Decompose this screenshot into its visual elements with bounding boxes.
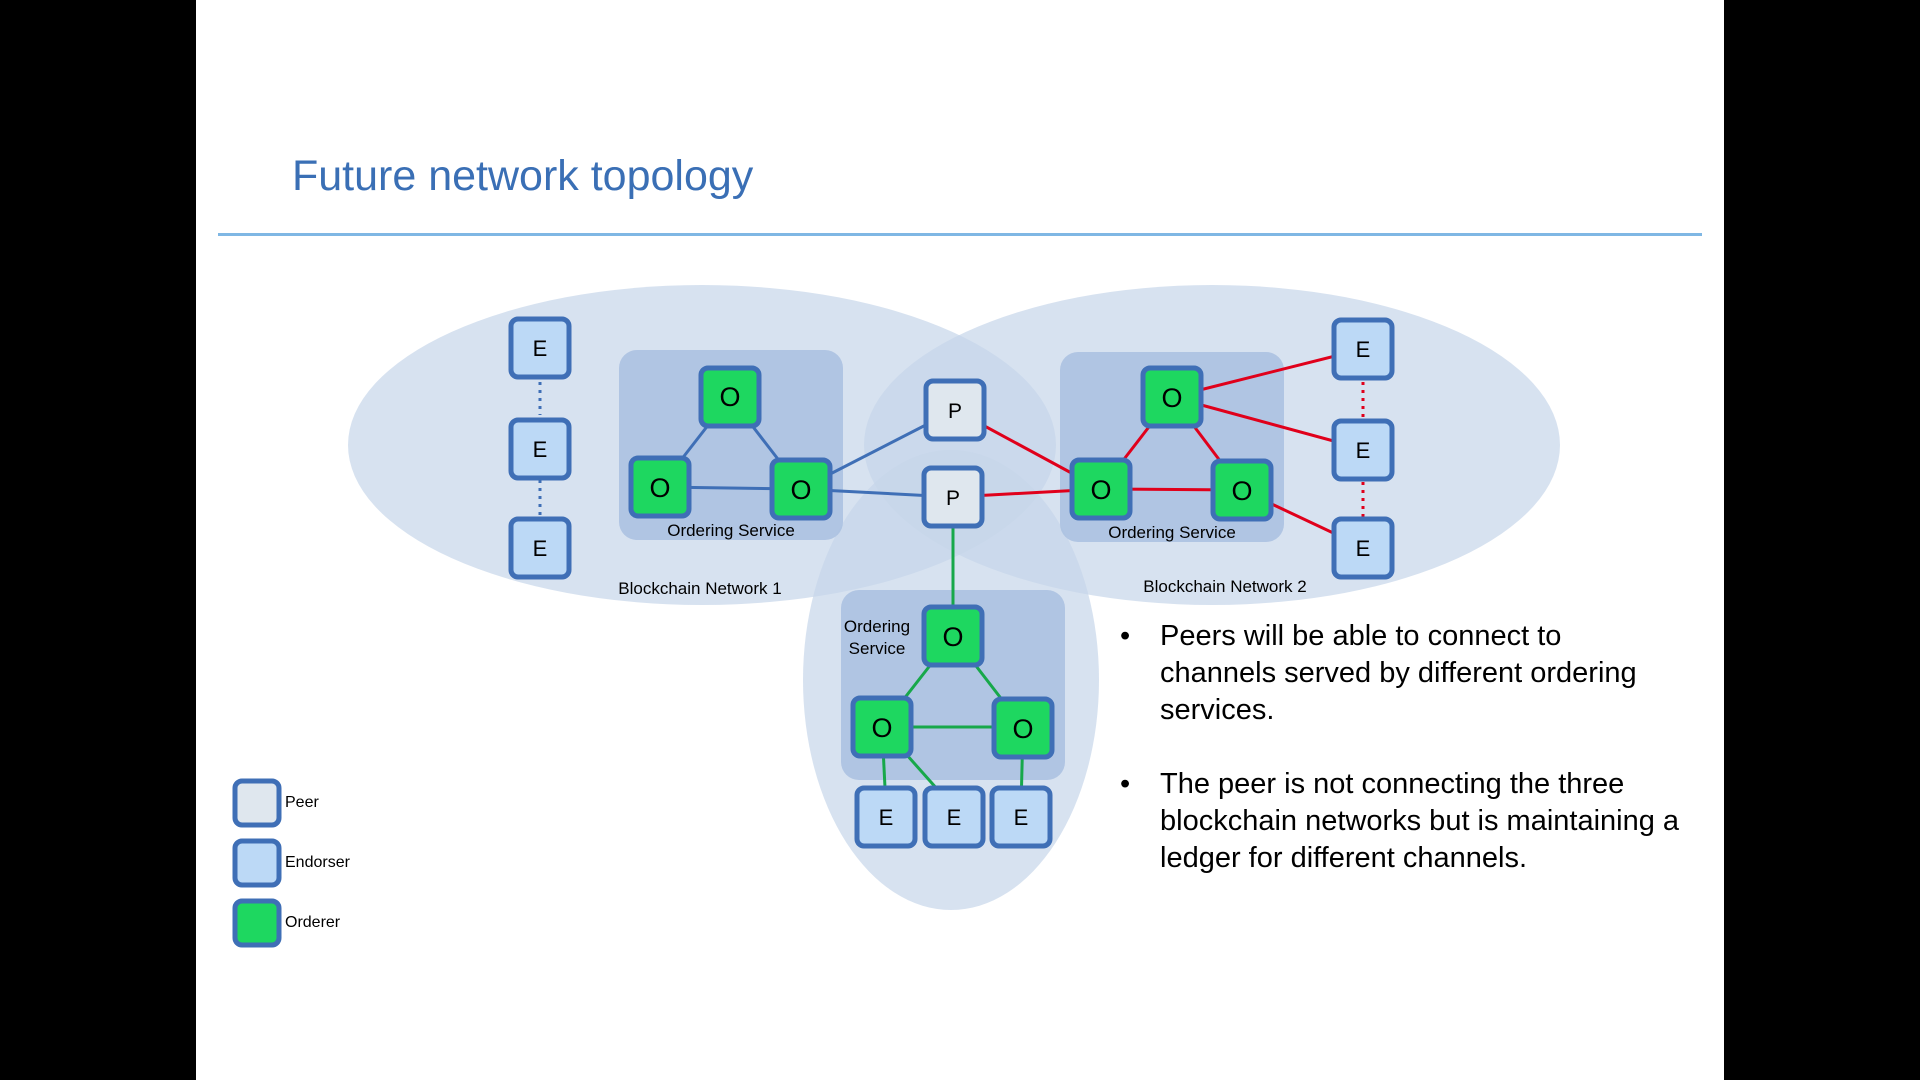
bullet-item: • The peer is not connecting the three b… <box>1120 766 1680 877</box>
orderer-label: O <box>1012 714 1033 744</box>
orderer-label: O <box>719 382 740 412</box>
endorser-label: E <box>1014 805 1029 830</box>
endorser-node: E <box>508 417 572 481</box>
orderer-node: O <box>921 604 985 668</box>
orderer-node: O <box>628 455 692 519</box>
endorser-label: E <box>533 536 548 561</box>
legend: Peer Endorser Orderer <box>232 778 351 948</box>
peer-label: P <box>946 487 960 510</box>
bullet-glyph: • <box>1120 768 1131 800</box>
endorser-node: E <box>922 785 986 849</box>
endorser-node: E <box>989 785 1053 849</box>
endorser-label: E <box>947 805 962 830</box>
orderer-label: O <box>649 473 670 503</box>
endorser-node: E <box>508 516 572 580</box>
ordering-service-label: Ordering Service <box>667 521 795 540</box>
ordering-service-label: Ordering Service <box>1108 523 1236 542</box>
orderer-label: O <box>1231 476 1252 506</box>
endorser-node: E <box>508 316 572 380</box>
bullet-text: The peer is not connecting the three blo… <box>1160 768 1680 874</box>
peer-label: P <box>948 400 962 423</box>
title-divider <box>218 233 1702 236</box>
orderer-node: O <box>698 365 762 429</box>
link <box>1171 347 1364 399</box>
orderer-node: O <box>1140 365 1204 429</box>
endorser-node: E <box>1331 418 1395 482</box>
endorser-label: E <box>1356 536 1371 561</box>
endorser-label: E <box>1356 337 1371 362</box>
legend-label: Orderer <box>285 914 341 931</box>
endorser-node: E <box>1331 317 1395 381</box>
orderer-node: O <box>769 457 833 521</box>
orderer-node: O <box>850 695 914 759</box>
orderer-node: O <box>991 696 1055 760</box>
network2-label: Blockchain Network 2 <box>1143 577 1306 596</box>
bullet-glyph: • <box>1120 620 1131 652</box>
legend-item-endorser: Endorser <box>232 838 351 888</box>
endorser-label: E <box>879 805 894 830</box>
orderer-node: O <box>1069 457 1133 521</box>
network1-label: Blockchain Network 1 <box>618 579 781 598</box>
ordering-service-label-line1: Ordering <box>844 617 910 636</box>
page-title: Future network topology <box>292 152 754 200</box>
orderer-label: O <box>942 622 963 652</box>
ordering-service-label-line2: Service <box>849 639 906 658</box>
orderer-node: O <box>1210 458 1274 522</box>
legend-label: Peer <box>285 794 319 811</box>
endorser-node: E <box>854 785 918 849</box>
orderer-label: O <box>790 475 811 505</box>
orderer-label: O <box>871 713 892 743</box>
bullet-text: Peers will be able to connect to channel… <box>1160 620 1637 726</box>
legend-item-orderer: Orderer <box>232 898 341 948</box>
orderer-label: O <box>1090 475 1111 505</box>
link <box>1171 395 1364 451</box>
orderer-label: O <box>1161 383 1182 413</box>
endorser-label: E <box>533 437 548 462</box>
legend-label: Endorser <box>285 854 351 871</box>
peer-node: P <box>921 465 985 529</box>
endorser-node: E <box>1331 516 1395 580</box>
peer-node: P <box>923 378 987 442</box>
legend-item-peer: Peer <box>232 778 319 828</box>
bullet-item: • Peers will be able to connect to chann… <box>1120 618 1680 729</box>
bullet-list: • Peers will be able to connect to chann… <box>1120 618 1680 914</box>
endorser-label: E <box>533 336 548 361</box>
endorser-label: E <box>1356 438 1371 463</box>
